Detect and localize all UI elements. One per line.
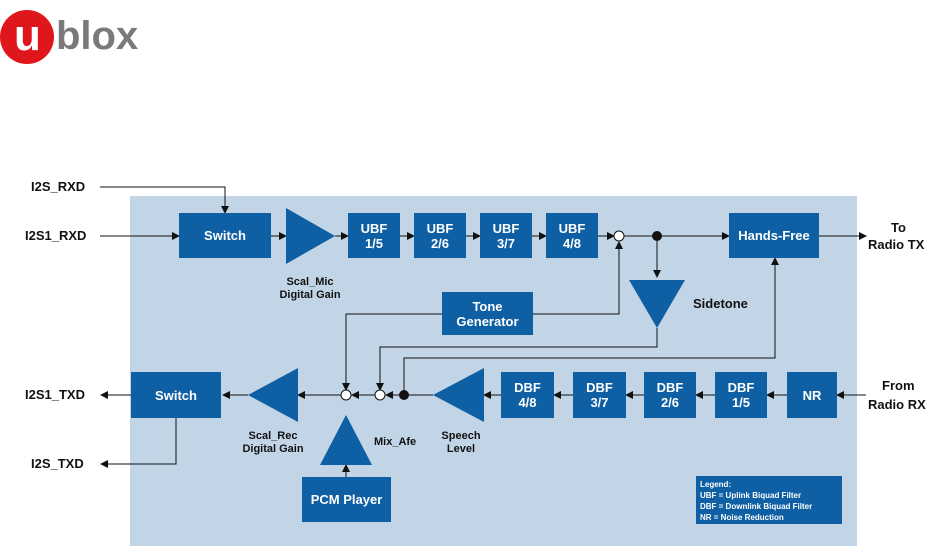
scal-mic-label-2: Digital Gain xyxy=(279,289,341,301)
logo-text: blox xyxy=(56,14,139,58)
legend-item-nr: NR = Noise Reduction xyxy=(700,513,784,522)
ubf-4-8-block: UBF 4/8 xyxy=(546,213,598,258)
dbf-1-5-block: DBF 1/5 xyxy=(715,372,767,418)
sidetone-amplifier-icon xyxy=(629,280,685,328)
legend-item-dbf: DBF = Downlink Biquad Filter xyxy=(700,502,813,511)
legend-title: Legend: xyxy=(700,480,732,489)
signal-to-radio-tx-line2: Radio TX xyxy=(868,237,925,252)
legend-item-ubf: UBF = Uplink Biquad Filter xyxy=(700,491,802,500)
logo-u: u xyxy=(14,11,41,60)
scal-rec-label: Scal_Rec Digital Gain xyxy=(235,430,311,456)
dbf-2-6-block: DBF 2/6 xyxy=(644,372,696,418)
ubf-3-7-block: UBF 3/7 xyxy=(480,213,532,258)
signal-from-radio-rx-line1: From xyxy=(882,378,915,393)
sidetone-label: Sidetone xyxy=(693,296,748,311)
nr-label: NR xyxy=(802,387,822,403)
dbf-2-6-label-1: DBF xyxy=(656,380,684,395)
speech-level-label: Speech Level xyxy=(432,430,490,456)
scal-mic-label-1: Scal_Mic xyxy=(286,276,334,288)
nr-block: NR xyxy=(787,372,837,418)
hands-free-block: Hands-Free xyxy=(729,213,819,258)
signal-i2s-rxd: I2S_RXD xyxy=(31,179,86,194)
dbf-4-8-block: DBF 4/8 xyxy=(501,372,554,418)
ubf-2-6-label-1: UBF xyxy=(426,220,454,236)
dbf-3-7-block: DBF 3/7 xyxy=(573,372,626,418)
ubf-1-5-label-2: 1/5 xyxy=(364,235,384,251)
signal-i2s-txd: I2S_TXD xyxy=(31,456,84,471)
mix-afe-amplifier-icon xyxy=(320,415,372,465)
pcm-player-block: PCM Player xyxy=(302,477,391,522)
dbf-2-6-label-2: 2/6 xyxy=(660,395,680,410)
ubf-4-8-label-1: UBF xyxy=(558,220,586,236)
dbf-3-7-label-2: 3/7 xyxy=(590,395,609,410)
scal-rec-label-1: Scal_Rec xyxy=(248,430,298,442)
dbf-1-5-label-1: DBF xyxy=(727,380,755,395)
legend-box: Legend: UBF = Uplink Biquad Filter DBF =… xyxy=(696,476,842,524)
signal-to-radio-tx-line1: To xyxy=(891,220,906,235)
switch-downlink-label: Switch xyxy=(155,387,197,403)
dbf-4-8-label-2: 4/8 xyxy=(518,395,537,410)
tone-generator-label-1: Tone xyxy=(472,298,503,314)
ubf-4-8-label-2: 4/8 xyxy=(562,235,582,251)
uplink-summer-node xyxy=(613,230,625,242)
scal-mic-label: Scal_Mic Digital Gain xyxy=(272,276,348,302)
signal-i2s1-txd: I2S1_TXD xyxy=(25,387,85,402)
speech-level-label-1: Speech xyxy=(441,430,481,442)
scal-mic-amplifier-icon xyxy=(286,208,335,264)
ubf-1-5-label-1: UBF xyxy=(360,220,388,236)
mix-afe-node xyxy=(340,389,352,401)
ubf-2-6-block: UBF 2/6 xyxy=(414,213,466,258)
switch-downlink-block: Switch xyxy=(131,372,221,418)
tone-generator-block: Tone Generator xyxy=(442,292,533,335)
logo-circle xyxy=(0,10,54,64)
dbf-1-5-label-2: 1/5 xyxy=(731,395,751,410)
mix-afe-label: Mix_Afe xyxy=(374,436,417,448)
hands-free-label: Hands-Free xyxy=(738,228,810,243)
ublox-logo: u blox xyxy=(0,8,160,68)
pcm-player-label: PCM Player xyxy=(310,492,383,507)
signal-i2s1-rxd: I2S1_RXD xyxy=(25,228,87,243)
ubf-2-6-label-2: 2/6 xyxy=(430,235,450,251)
dbf-4-8-label-1: DBF xyxy=(514,380,541,395)
uplink-split-dot xyxy=(652,231,662,241)
dbf-3-7-label-1: DBF xyxy=(586,380,613,395)
sidetone-summer-node xyxy=(374,389,386,401)
switch-uplink-label: Switch xyxy=(204,228,246,243)
speech-level-label-2: Level xyxy=(446,443,476,455)
speech-level-amplifier-icon xyxy=(433,368,484,422)
tone-generator-label-2: Generator xyxy=(456,313,519,329)
ubf-1-5-block: UBF 1/5 xyxy=(348,213,400,258)
ubf-3-7-label-2: 3/7 xyxy=(496,235,516,251)
scal-rec-amplifier-icon xyxy=(248,368,298,422)
signal-from-radio-rx-line2: Radio RX xyxy=(868,397,926,412)
scal-rec-label-2: Digital Gain xyxy=(242,443,304,455)
ubf-3-7-label-1: UBF xyxy=(492,220,520,236)
speech-split-dot xyxy=(399,390,409,400)
switch-uplink-block: Switch xyxy=(179,213,271,258)
